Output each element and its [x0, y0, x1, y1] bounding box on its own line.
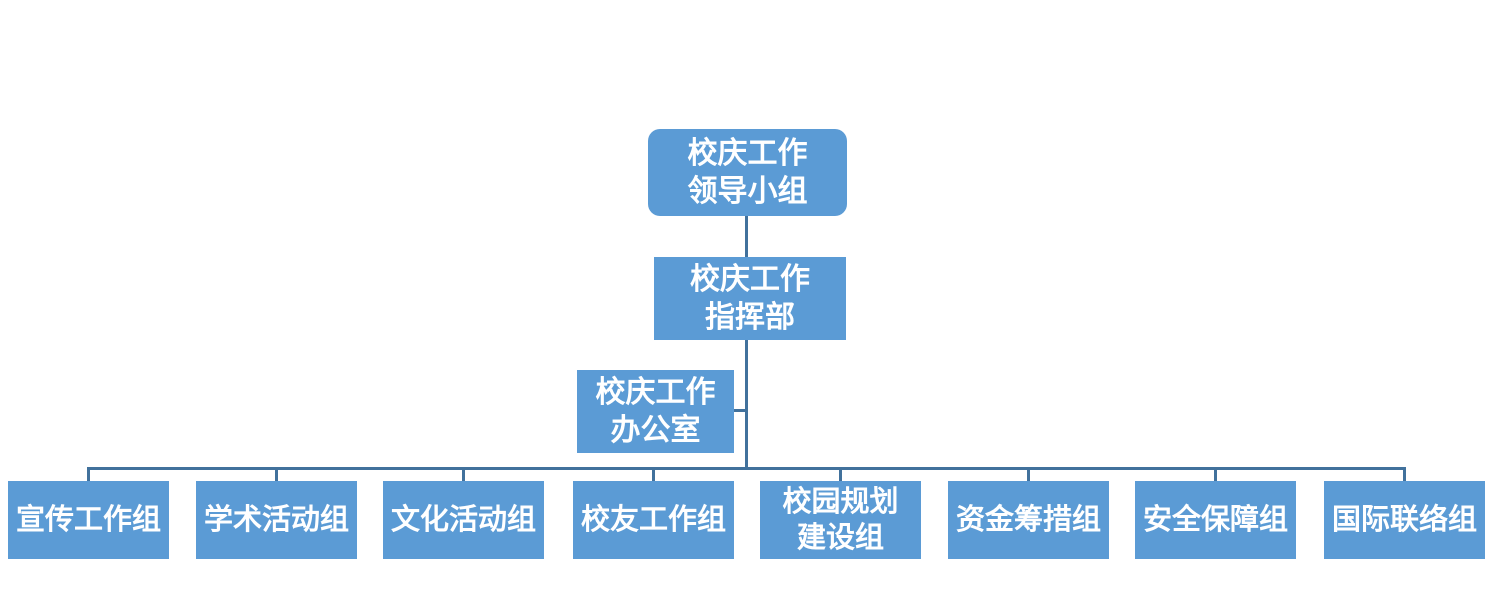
connector-drop-group-7: [1214, 467, 1217, 481]
org-node-group-security: 安全保障组: [1135, 481, 1296, 559]
connector-drop-group-3: [462, 467, 465, 481]
org-node-office: 校庆工作 办公室: [577, 370, 734, 453]
connector-drop-group-1: [87, 467, 90, 481]
org-node-leading-group: 校庆工作 领导小组: [648, 129, 847, 216]
connector-office-stub: [734, 409, 748, 412]
org-node-group-publicity: 宣传工作组: [8, 481, 169, 559]
connector-leader-to-command: [745, 216, 748, 257]
org-node-group-campus-planning: 校园规划 建设组: [760, 481, 921, 559]
connector-drop-group-2: [275, 467, 278, 481]
connector-drop-group-6: [1027, 467, 1030, 481]
connector-drop-group-8: [1403, 467, 1406, 481]
org-node-group-fundraising: 资金筹措组: [948, 481, 1109, 559]
connector-bus: [87, 467, 1406, 470]
connector-command-to-bus: [745, 340, 748, 470]
org-node-group-cultural: 文化活动组: [383, 481, 544, 559]
org-node-command-department: 校庆工作 指挥部: [654, 257, 846, 340]
org-node-group-alumni: 校友工作组: [573, 481, 734, 559]
org-node-group-academic: 学术活动组: [196, 481, 357, 559]
connector-drop-group-4: [652, 467, 655, 481]
connector-drop-group-5: [839, 467, 842, 481]
org-node-group-international: 国际联络组: [1324, 481, 1485, 559]
